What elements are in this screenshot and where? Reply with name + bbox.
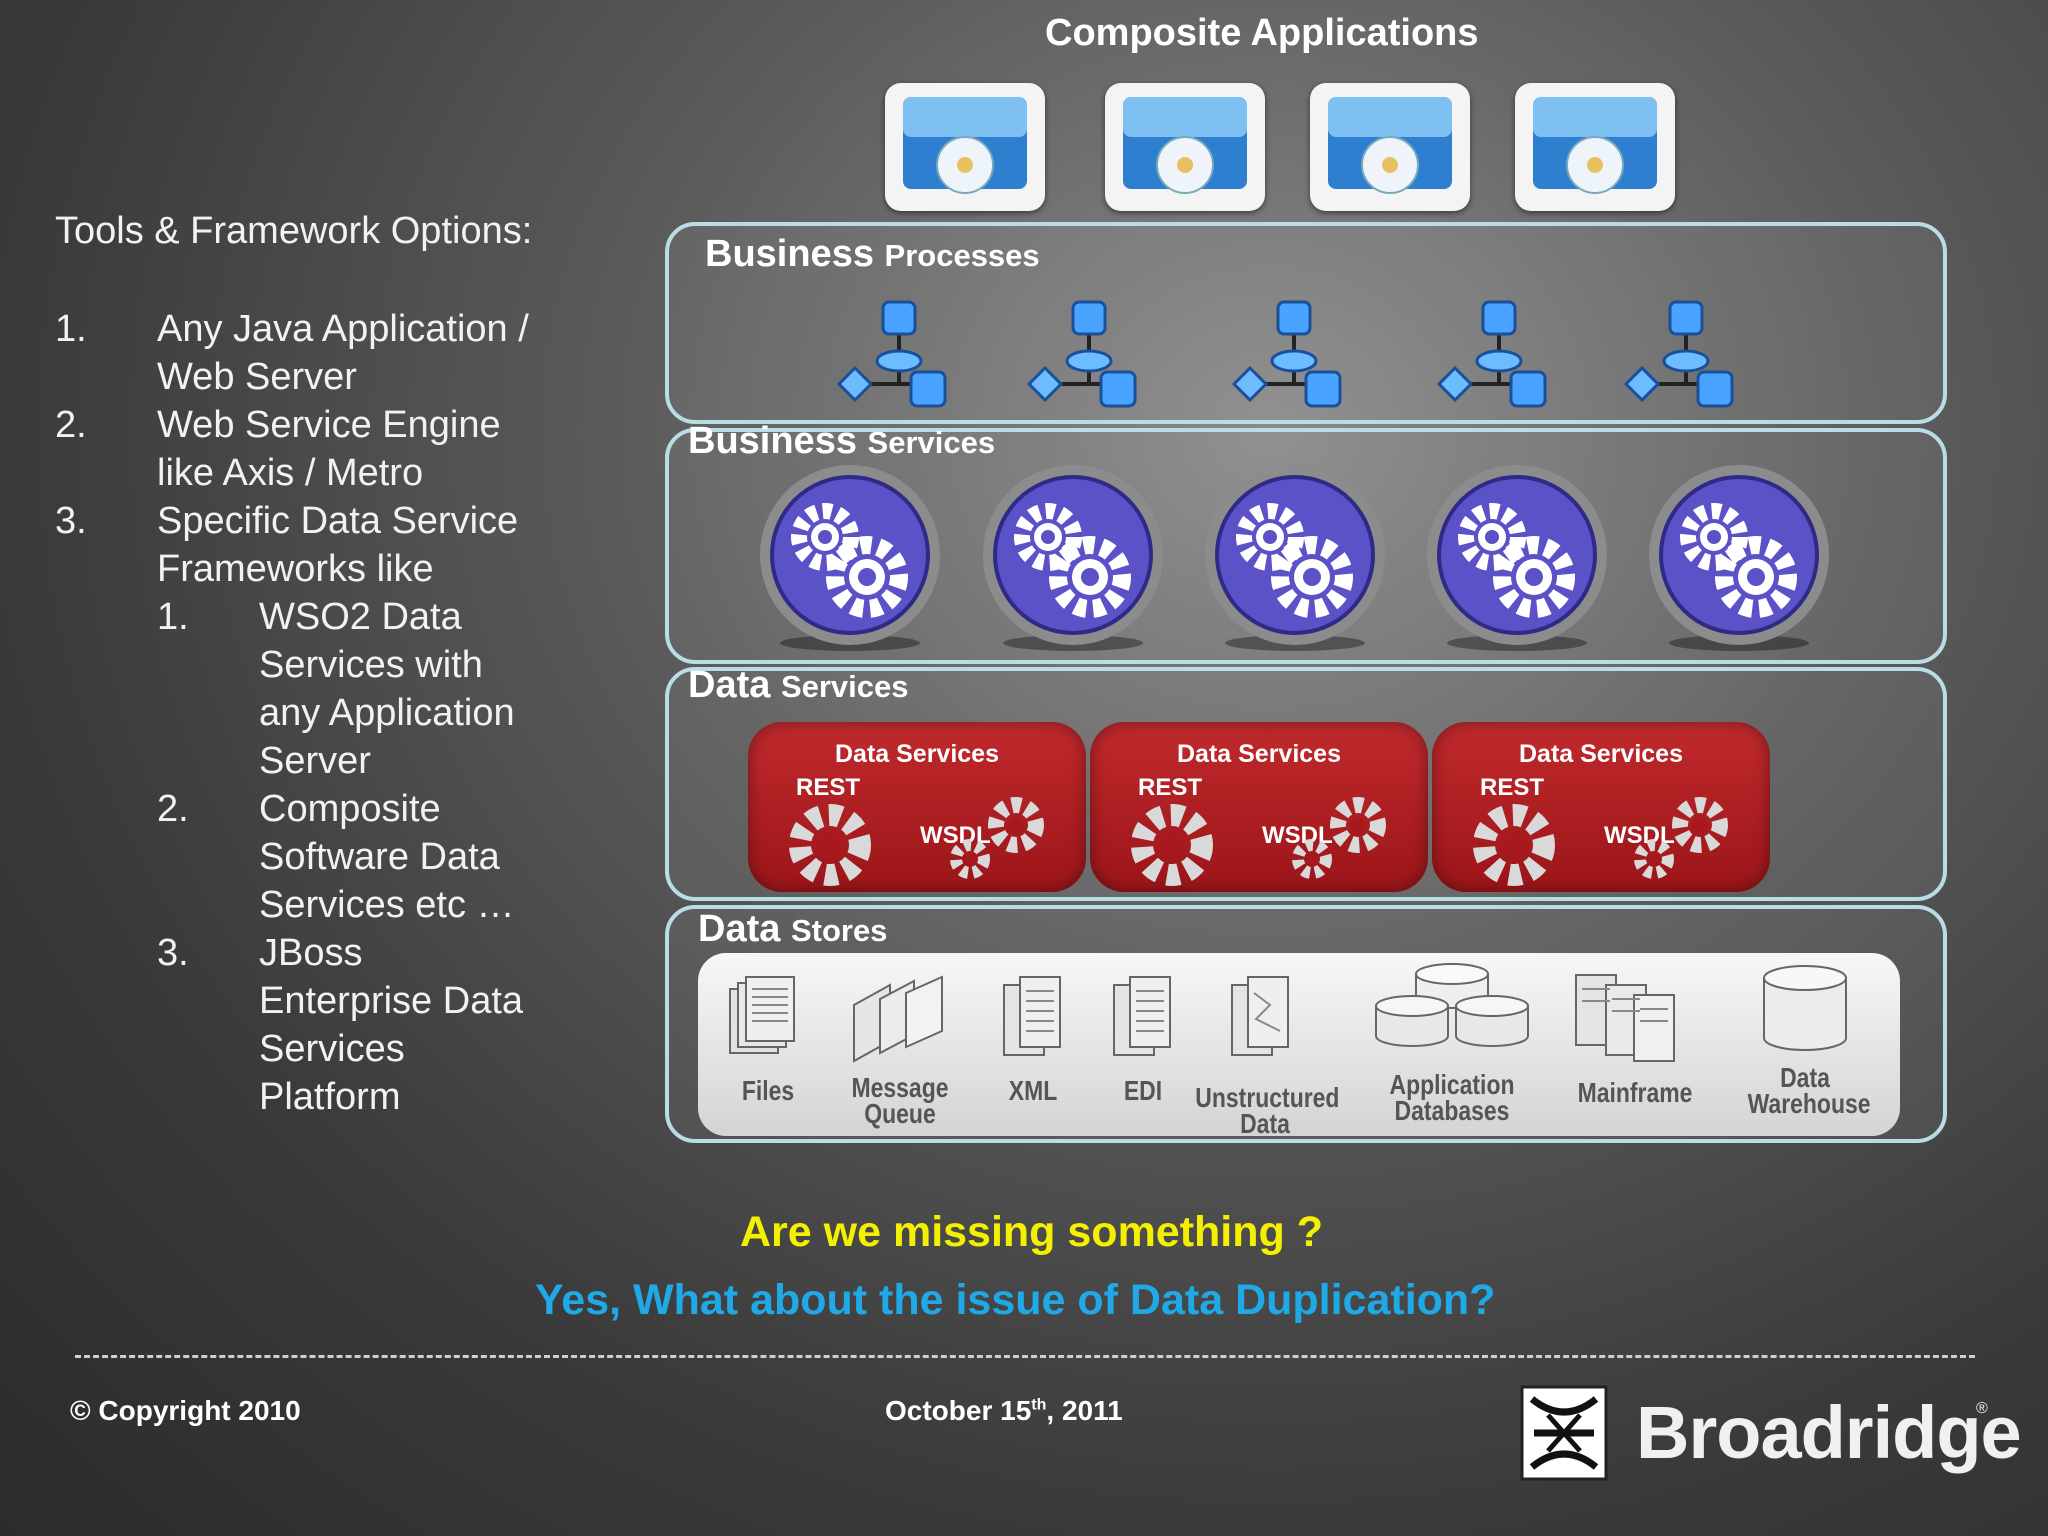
list-line: WSO2 Data	[259, 596, 462, 638]
data-warehouse-icon	[1763, 965, 1847, 1051]
list-line: Frameworks like	[157, 548, 434, 590]
question-text: Are we missing something ?	[740, 1208, 1323, 1256]
rest-label: REST	[796, 774, 861, 801]
list-line: Any Java Application /	[157, 308, 529, 350]
list-line: Composite	[259, 788, 441, 830]
files-icon	[729, 976, 795, 1054]
list-number: 2.	[157, 788, 189, 830]
list-line: Services with	[259, 644, 483, 686]
store-label-message-queue: Message Queue	[851, 1072, 949, 1129]
list-number: 2.	[55, 404, 87, 446]
list-line: JBoss	[259, 932, 363, 974]
list-line: like Axis / Metro	[157, 452, 424, 494]
data-service-block-title: Data Services	[834, 740, 999, 768]
list-line: Platform	[259, 1076, 401, 1118]
tools-title: Tools & Framework Options:	[55, 210, 533, 252]
copyright-text: © Copyright 2010	[70, 1395, 301, 1426]
application-disc-icon	[1105, 83, 1265, 211]
application-disc-icon	[885, 83, 1045, 211]
rest-label: REST	[1480, 774, 1545, 801]
process-flow-icon	[1623, 300, 1734, 408]
footer-divider	[75, 1355, 1975, 1358]
store-label-edi: EDI	[1123, 1075, 1163, 1106]
data-service-block: Data Services REST WSDL	[1432, 722, 1770, 892]
list-line: Web Server	[157, 356, 357, 398]
unstructured-data-icon	[1231, 976, 1289, 1056]
data-services-title: Data Services	[688, 664, 909, 706]
list-line: Services etc …	[259, 884, 515, 926]
answer-text: Yes, What about the issue of Data Duplic…	[535, 1276, 1496, 1324]
list-number: 3.	[55, 500, 87, 542]
date-text: October 15th, 2011	[885, 1395, 1123, 1426]
list-number: 3.	[157, 932, 189, 974]
mainframe-icon	[1575, 974, 1675, 1062]
sub-list-item: 1. WSO2 Data Services with any Applicati…	[157, 593, 615, 785]
data-service-block-title: Data Services	[1518, 740, 1683, 768]
tools-list: 1. Any Java Application / Web Server 2. W…	[55, 305, 615, 1121]
list-line: Web Service Engine	[157, 404, 501, 446]
service-gears-icon	[760, 465, 940, 651]
list-number: 1.	[157, 596, 189, 638]
list-line: Services	[259, 1028, 405, 1070]
service-gears-icon	[1205, 465, 1385, 651]
xml-document-icon	[1003, 976, 1061, 1056]
service-gears-icon	[1649, 465, 1829, 651]
list-line: Software Data	[259, 836, 500, 878]
sub-list-item: 2. Composite Software Data Services etc …	[157, 785, 615, 929]
process-flow-icon	[1231, 300, 1342, 408]
database-icon	[1375, 963, 1529, 1047]
list-item: 2. Web Service Engine like Axis / Metro	[55, 401, 615, 497]
store-label-files: Files	[741, 1075, 795, 1106]
data-stores-title: Data Stores	[698, 908, 888, 950]
store-label-unstructured-data: Unstructured Data	[1195, 1082, 1340, 1139]
service-gears-icon	[983, 465, 1163, 651]
list-line: Specific Data Service	[157, 500, 519, 542]
list-line: Server	[259, 740, 371, 782]
composite-applications-title: Composite Applications	[1045, 12, 1479, 54]
list-number: 1.	[55, 308, 87, 350]
service-gears-icon	[1427, 465, 1607, 651]
store-label-data-warehouse: Data Warehouse	[1747, 1062, 1871, 1119]
gear-icon	[789, 797, 1044, 886]
message-queue-icon	[853, 975, 943, 1063]
process-flow-icon	[836, 300, 947, 408]
sub-list-item: 3. JBoss Enterprise Data Services Platfo…	[157, 929, 615, 1121]
process-flow-icon	[1026, 300, 1137, 408]
store-label-application-databases: Application Databases	[1389, 1069, 1515, 1126]
list-item: 1. Any Java Application / Web Server	[55, 305, 615, 401]
process-flow-icon	[1436, 300, 1547, 408]
data-stores-bar	[698, 953, 1900, 1136]
data-service-block-title: Data Services	[1176, 740, 1341, 768]
registered-mark: ®	[1976, 1400, 1988, 1417]
store-label-xml: XML	[1008, 1075, 1058, 1106]
gear-icon	[1473, 797, 1728, 886]
sub-list: 1. WSO2 Data Services with any Applicati…	[55, 593, 615, 1121]
broadridge-logo-icon	[1520, 1385, 1608, 1481]
list-line: any Application	[259, 692, 515, 734]
data-service-block: Data Services REST WSDL	[1090, 722, 1428, 892]
broadridge-logo-text: Broadridge	[1636, 1391, 2022, 1474]
business-processes-title: Business Processes	[705, 233, 1040, 275]
edi-document-icon	[1113, 976, 1171, 1056]
rest-label: REST	[1138, 774, 1203, 801]
list-line: Enterprise Data	[259, 980, 524, 1022]
data-service-block: Data Services REST WSDL	[748, 722, 1086, 892]
gear-icon	[1131, 797, 1386, 886]
business-services-title: Business Services	[688, 420, 996, 462]
store-label-mainframe: Mainframe	[1577, 1077, 1693, 1108]
application-disc-icon	[1515, 83, 1675, 211]
application-disc-icon	[1310, 83, 1470, 211]
